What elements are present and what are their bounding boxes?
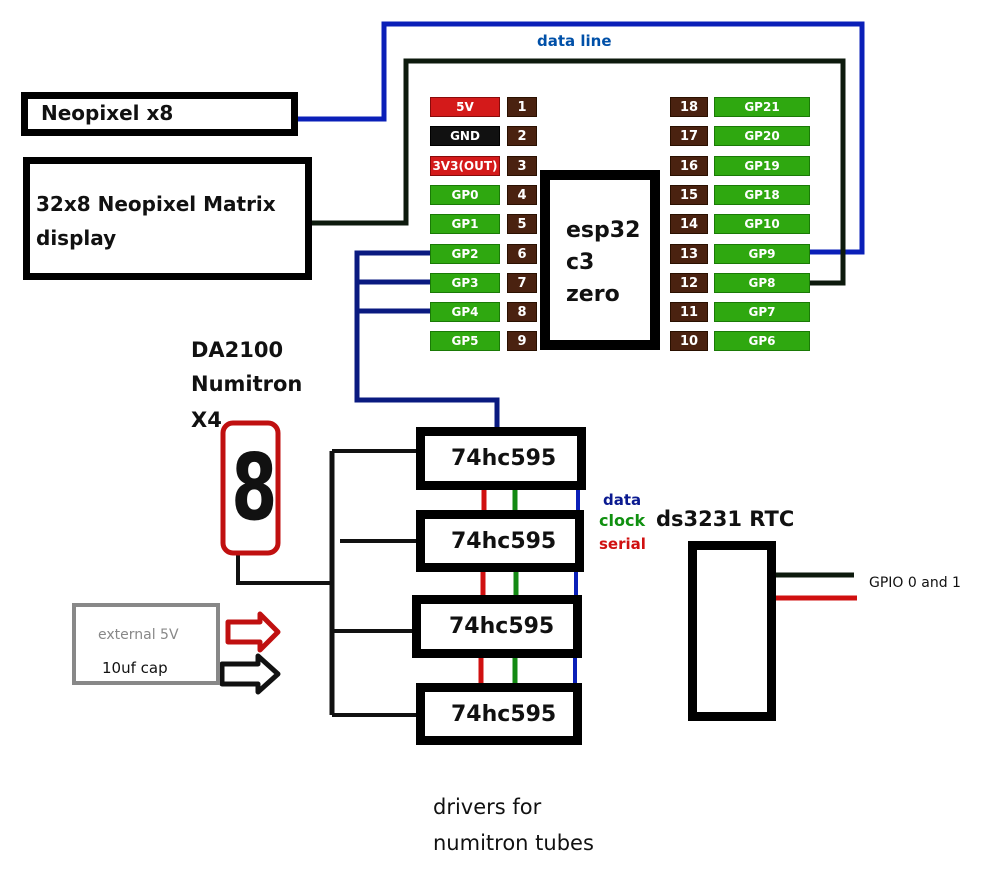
pin-gp0-number: 4 bbox=[507, 185, 537, 205]
pin-gp10-number: 14 bbox=[670, 214, 708, 234]
rtc-title: ds3231 RTC bbox=[656, 507, 795, 531]
pin-5v-label: 5V bbox=[430, 97, 500, 117]
matrix-label-line2: display bbox=[36, 226, 117, 250]
pin-gp18-number: 15 bbox=[670, 185, 708, 205]
drivers-caption-line1: drivers for bbox=[433, 795, 542, 819]
legend-serial: serial bbox=[599, 535, 646, 553]
ground-arrow-icon bbox=[219, 653, 281, 695]
shift-register-4-label: 74hc595 bbox=[451, 702, 557, 727]
mcu-label-line2: c3 bbox=[566, 250, 595, 275]
ds3231-rtc-module[interactable] bbox=[688, 541, 776, 721]
numitron-tube-frame bbox=[220, 420, 281, 556]
numitron-label-line1: DA2100 bbox=[191, 338, 284, 362]
numitron-label-line2: Numitron bbox=[191, 372, 303, 396]
pin-gp21-label: GP21 bbox=[714, 97, 810, 117]
pin-gp19-label: GP19 bbox=[714, 156, 810, 176]
pin-gp7-number: 11 bbox=[670, 302, 708, 322]
shift-register-2[interactable]: 74hc595 bbox=[416, 510, 584, 572]
external-power-box[interactable]: external 5V 10uf cap bbox=[72, 603, 220, 685]
shift-register-1-label: 74hc595 bbox=[451, 446, 557, 471]
pin-gp1-label: GP1 bbox=[430, 214, 500, 234]
pin-gp6-number: 10 bbox=[670, 331, 708, 351]
pin-gp4-label: GP4 bbox=[430, 302, 500, 322]
power-label-line1: external 5V bbox=[98, 627, 179, 643]
pin-3v3out-number: 3 bbox=[507, 156, 537, 176]
pin-gp10-label: GP10 bbox=[714, 214, 810, 234]
shift-register-3[interactable]: 74hc595 bbox=[412, 595, 582, 658]
pin-gp4-number: 8 bbox=[507, 302, 537, 322]
legend-data: data bbox=[603, 491, 642, 509]
pin-3v3out-label: 3V3(OUT) bbox=[430, 156, 500, 176]
drivers-caption-line2: numitron tubes bbox=[433, 831, 594, 855]
power-label-line2: 10uf cap bbox=[102, 659, 168, 677]
neopixel-matrix-box[interactable]: 32x8 Neopixel Matrix display bbox=[23, 157, 312, 280]
pin-gp0-label: GP0 bbox=[430, 185, 500, 205]
pin-gp5-label: GP5 bbox=[430, 331, 500, 351]
matrix-label-line1: 32x8 Neopixel Matrix bbox=[36, 192, 276, 216]
neopixel-data-wire bbox=[297, 21, 865, 255]
shift-register-1[interactable]: 74hc595 bbox=[416, 427, 586, 490]
rtc-gpio-label: GPIO 0 and 1 bbox=[869, 575, 961, 591]
pin-gp21-number: 18 bbox=[670, 97, 708, 117]
pin-gp5-number: 9 bbox=[507, 331, 537, 351]
pin-gp20-number: 17 bbox=[670, 126, 708, 146]
pin-gp9-label: GP9 bbox=[714, 244, 810, 264]
chain-3-4 bbox=[478, 654, 577, 685]
neopixel-strip-label: Neopixel x8 bbox=[41, 101, 174, 125]
pin-gp8-number: 12 bbox=[670, 273, 708, 293]
shift-register-4[interactable]: 74hc595 bbox=[416, 683, 582, 745]
numitron-digit: 8 bbox=[231, 434, 278, 541]
shift-register-3-label: 74hc595 bbox=[449, 614, 555, 639]
chain-2-3 bbox=[480, 570, 578, 597]
pin-gp3-label: GP3 bbox=[430, 273, 500, 293]
matrix-data-wire bbox=[310, 58, 846, 286]
pin-gnd-label: GND bbox=[430, 126, 500, 146]
numitron-bus-wire bbox=[236, 554, 332, 585]
pin-gp8-label: GP8 bbox=[714, 273, 810, 293]
pin-gp1-number: 5 bbox=[507, 214, 537, 234]
pin-gp19-number: 16 bbox=[670, 156, 708, 176]
data-line-label: data line bbox=[537, 32, 612, 50]
power-5v-arrow-icon bbox=[225, 611, 281, 653]
pin-gp9-number: 13 bbox=[670, 244, 708, 264]
shift-register-2-label: 74hc595 bbox=[451, 529, 557, 554]
esp32-c3-zero-module[interactable]: esp32 c3 zero bbox=[540, 170, 660, 350]
numitron-label-line3: X4 bbox=[191, 408, 222, 432]
pin-gp2-number: 6 bbox=[507, 244, 537, 264]
pin-gp18-label: GP18 bbox=[714, 185, 810, 205]
pin-gp7-label: GP7 bbox=[714, 302, 810, 322]
mcu-label-line3: zero bbox=[566, 282, 620, 307]
pin-gp20-label: GP20 bbox=[714, 126, 810, 146]
gpio-bus-wire bbox=[354, 250, 500, 430]
pin-gnd-number: 2 bbox=[507, 126, 537, 146]
pin-5v-number: 1 bbox=[507, 97, 537, 117]
mcu-label-line1: esp32 bbox=[566, 218, 641, 243]
chain-1-2 bbox=[481, 488, 580, 512]
pin-gp6-label: GP6 bbox=[714, 331, 810, 351]
pin-gp3-number: 7 bbox=[507, 273, 537, 293]
legend-clock: clock bbox=[599, 511, 646, 530]
pin-gp2-label: GP2 bbox=[430, 244, 500, 264]
neopixel-strip-box[interactable]: Neopixel x8 bbox=[21, 92, 298, 136]
